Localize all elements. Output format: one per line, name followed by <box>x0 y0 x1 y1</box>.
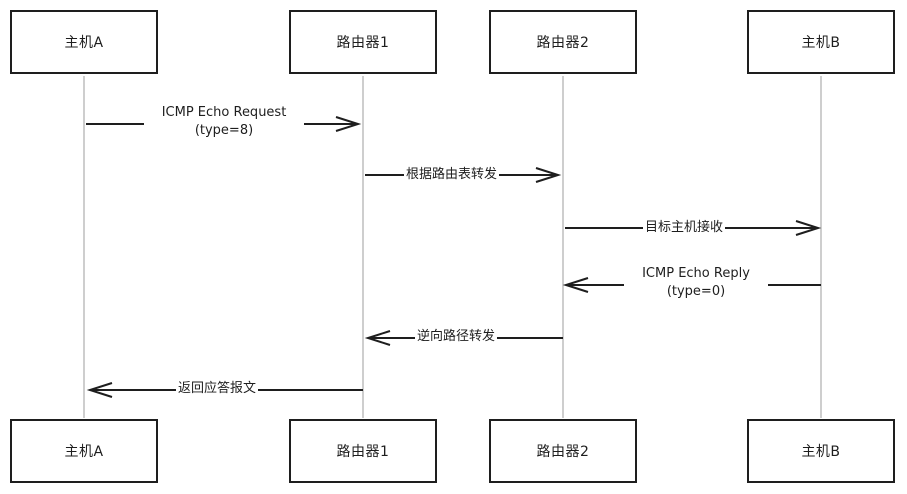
participant-label: 路由器1 <box>336 444 390 460</box>
participant-label: 主机B <box>801 35 841 51</box>
participant-box-top-router-2: 路由器2 <box>489 10 637 74</box>
message-label-4: ICMP Echo Reply (type=0) <box>624 265 768 301</box>
participant-label: 路由器1 <box>336 35 390 51</box>
participant-box-top-router-1: 路由器1 <box>289 10 437 74</box>
participant-label: 主机A <box>64 444 104 460</box>
participant-box-bottom-host-a: 主机A <box>10 419 158 483</box>
message-label-1: ICMP Echo Request (type=8) <box>144 104 304 140</box>
message-label-2: 根据路由表转发 <box>404 166 500 184</box>
message-label-line: (type=0) <box>666 284 726 299</box>
message-label-line: 根据路由表转发 <box>406 167 498 182</box>
message-label-line: (type=8) <box>194 123 254 138</box>
message-label-line: 目标主机接收 <box>645 220 724 235</box>
participant-box-bottom-router-2: 路由器2 <box>489 419 637 483</box>
participant-box-bottom-router-1: 路由器1 <box>289 419 437 483</box>
message-label-6: 返回应答报文 <box>176 380 259 398</box>
participant-label: 主机B <box>801 444 841 460</box>
participant-label: 主机A <box>64 35 104 51</box>
message-label-line: 逆向路径转发 <box>417 329 496 344</box>
participant-box-top-host-b: 主机B <box>747 10 895 74</box>
participant-label: 路由器2 <box>536 444 590 460</box>
message-label-3: 目标主机接收 <box>643 219 726 237</box>
participant-box-top-host-a: 主机A <box>10 10 158 74</box>
message-label-line: ICMP Echo Request <box>161 105 287 120</box>
participant-label: 路由器2 <box>536 35 590 51</box>
participant-box-bottom-host-b: 主机B <box>747 419 895 483</box>
message-label-5: 逆向路径转发 <box>415 328 498 346</box>
message-label-line: ICMP Echo Reply <box>642 266 750 281</box>
message-label-line: 返回应答报文 <box>178 381 257 396</box>
